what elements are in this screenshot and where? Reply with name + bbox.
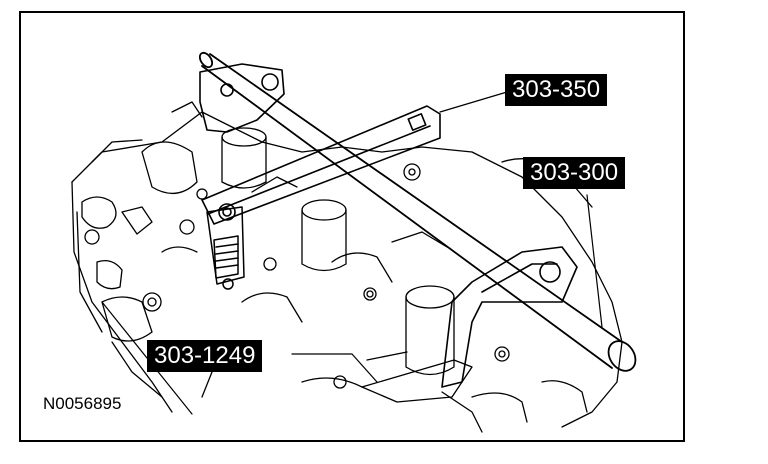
tool-303-300-bracket <box>441 246 578 388</box>
callout-303-350: 303-350 <box>505 74 608 106</box>
tool-303-300-bar <box>198 51 637 372</box>
figure-id: N0056895 <box>43 394 122 413</box>
tool-303-350-lever <box>201 105 441 225</box>
callout-303-1249: 303-1249 <box>147 340 263 372</box>
camshaft-journals <box>221 127 473 403</box>
callout-303-300: 303-300 <box>523 157 626 189</box>
cylinder-head-outline <box>71 101 623 433</box>
tool-303-1249-tensioner <box>206 206 245 290</box>
